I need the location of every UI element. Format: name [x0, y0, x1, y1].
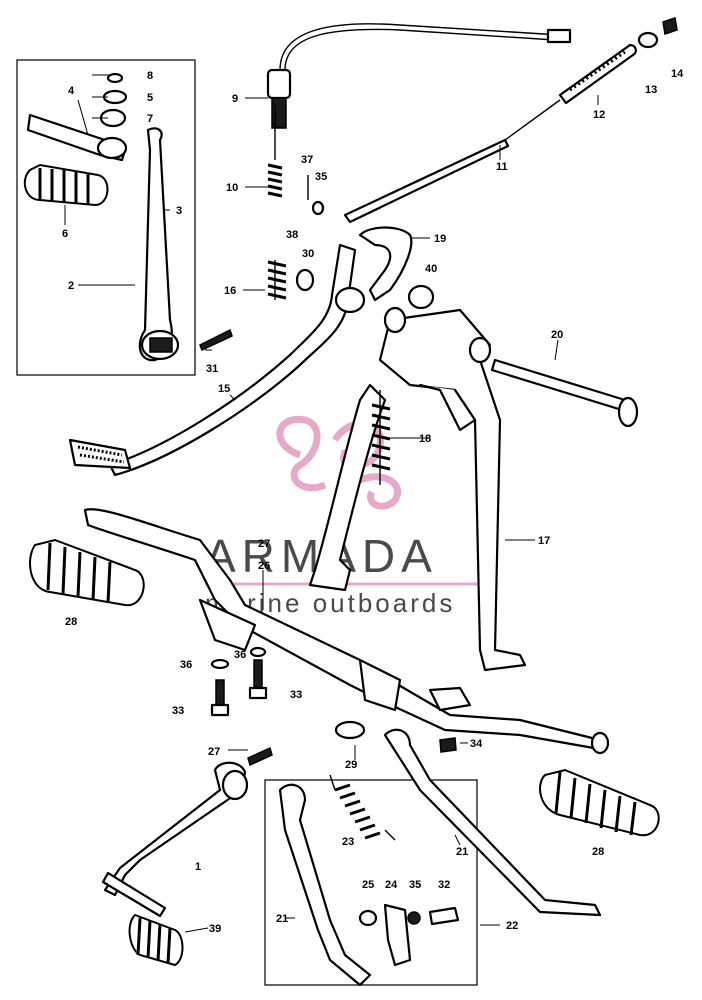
kick-pedal-rubber: [23, 163, 109, 207]
callout-20: 20: [551, 329, 563, 341]
callout-4: 4: [68, 85, 75, 97]
leader-lines: [64, 74, 599, 933]
callout-11: 11: [496, 161, 508, 173]
callout-25: 25: [362, 879, 374, 891]
callout-40: 40: [425, 263, 437, 275]
callout-18: 18: [419, 433, 431, 445]
callout-9: 9: [232, 93, 238, 105]
callout-35-lower: 35: [409, 879, 421, 891]
callout-30: 30: [302, 248, 314, 260]
main-stand-spring: [371, 390, 391, 485]
callout-24: 24: [385, 879, 398, 891]
callout-7: 7: [147, 113, 153, 125]
side-stand-spring: [329, 774, 396, 841]
callout-2: 2: [68, 280, 74, 292]
rear-brake-cable: [266, 23, 572, 129]
callout-numbers: 1 2 3 4 5 6 7 8 9 10 11 12 13 14 15 16 1…: [62, 68, 684, 935]
main-stand: [308, 306, 527, 672]
callout-28-left: 28: [65, 616, 77, 628]
side-stand: [278, 728, 602, 987]
kick-starter-group-box: [16, 59, 196, 376]
stop-switch-plate: [358, 226, 435, 310]
side-stand-pivot-parts: [358, 903, 460, 967]
bolts-and-washers: [199, 175, 457, 767]
brake-rod: [343, 17, 678, 224]
callout-22: 22: [506, 920, 518, 932]
gear-change-pedal: [101, 761, 249, 918]
callout-26: 26: [258, 560, 270, 572]
callout-23: 23: [342, 836, 354, 848]
callout-16: 16: [224, 285, 236, 297]
side-stand-group-box: [264, 779, 478, 986]
callout-13: 13: [645, 84, 657, 96]
callout-33-left: 33: [172, 705, 184, 717]
brake-pedal: [68, 243, 366, 477]
callout-19: 19: [434, 233, 446, 245]
callout-28-right: 28: [592, 846, 604, 858]
footrest-bar: [83, 508, 610, 755]
callout-33-right: 33: [290, 689, 302, 701]
callout-29: 29: [345, 759, 357, 771]
gear-pedal-rubber: [128, 913, 184, 967]
brake-pedal-spring: [267, 105, 287, 300]
kick-starter-pedal: [26, 113, 128, 162]
callout-1: 1: [195, 861, 201, 873]
callout-39: 39: [209, 923, 221, 935]
kick-starter-arm: [138, 127, 180, 362]
callout-12: 12: [593, 109, 605, 121]
callout-3: 3: [176, 205, 182, 217]
callout-32: 32: [438, 879, 450, 891]
callout-27-lower: 27: [208, 746, 220, 758]
main-stand-pivot-shaft: [490, 358, 639, 428]
callout-17: 17: [538, 535, 550, 547]
callout-35-upper: 35: [315, 171, 327, 183]
callout-6: 6: [62, 228, 68, 240]
callout-8: 8: [147, 70, 153, 82]
callout-10: 10: [226, 182, 238, 194]
callout-31: 31: [206, 363, 218, 375]
callout-34: 34: [470, 738, 483, 750]
callout-36-right: 36: [234, 649, 246, 661]
callout-36-left: 36: [180, 659, 192, 671]
callout-37: 37: [301, 154, 313, 166]
footrest-rubber-left: [29, 538, 145, 607]
footrest-rubber-right: [539, 768, 660, 837]
callout-21-side-stand: 21: [276, 913, 288, 925]
callout-21-stand-bar: 21: [456, 846, 468, 858]
callout-5: 5: [147, 92, 153, 104]
callout-14: 14: [671, 68, 684, 80]
callout-15: 15: [218, 383, 230, 395]
callout-27-upper: 27: [258, 538, 270, 550]
callout-38: 38: [286, 229, 298, 241]
